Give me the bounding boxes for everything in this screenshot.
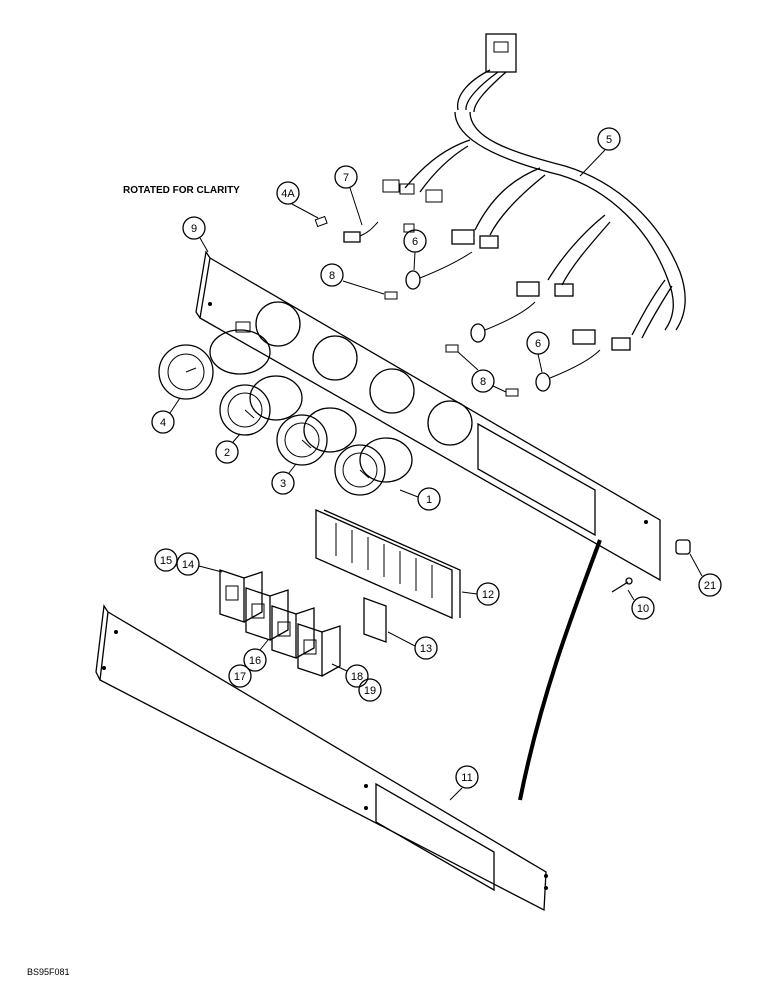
svg-text:7: 7: [343, 172, 349, 184]
callout-5: 5: [579, 127, 621, 177]
lamp-socket-6-mid: [470, 301, 536, 343]
switch-bezel: [315, 509, 461, 619]
lower-panel-cutout: [375, 782, 495, 892]
svg-text:4: 4: [160, 417, 166, 429]
callout-4: 4: [151, 397, 181, 434]
bulb-8-lower: [445, 344, 519, 397]
callout-8-lower: 8: [457, 351, 507, 393]
svg-text:21: 21: [704, 580, 716, 592]
bezel-insert: [363, 597, 387, 643]
svg-text:13: 13: [420, 643, 432, 655]
svg-text:6: 6: [535, 338, 541, 350]
callout-15: 15: [154, 548, 178, 572]
callout-9: 9: [182, 216, 209, 253]
svg-text:5: 5: [606, 134, 612, 146]
harness-plug-a: [382, 179, 400, 193]
callout-2: 2: [215, 433, 241, 464]
clip-nut: [675, 539, 691, 555]
harness-plug-d: [572, 329, 596, 345]
gauge-3: [276, 407, 357, 466]
callout-3: 3: [271, 463, 297, 495]
svg-text:8: 8: [329, 270, 335, 282]
figure-code: BS95F081: [27, 967, 70, 977]
callout-4a: 4A: [276, 181, 319, 219]
gauge-4: [158, 321, 271, 400]
callout-8-upper: 8: [320, 263, 385, 295]
callout-16: 16: [243, 639, 269, 672]
svg-text:4A: 4A: [281, 188, 295, 200]
svg-text:19: 19: [364, 685, 376, 697]
callout-6-lower: 6: [526, 331, 550, 373]
svg-text:1: 1: [426, 494, 432, 506]
lamp-socket-6-lower: [535, 349, 601, 392]
callout-7: 7: [334, 165, 363, 226]
callout-19: 19: [358, 678, 382, 702]
callout-17: 17: [228, 664, 252, 688]
callout-14: 14: [176, 552, 223, 576]
screw: [611, 577, 633, 593]
rocker-switch-group: [219, 569, 341, 677]
gauge-1: [334, 437, 413, 496]
svg-text:14: 14: [182, 559, 194, 571]
callout-18: 18: [331, 663, 369, 688]
harness-plug-b: [451, 229, 475, 245]
svg-text:11: 11: [461, 772, 472, 784]
svg-text:8: 8: [480, 376, 486, 388]
lamp-socket-6-upper: [405, 251, 473, 290]
callout-1: 1: [399, 487, 441, 511]
upper-panel: [195, 250, 661, 582]
svg-text:3: 3: [280, 478, 286, 490]
rotated-for-clarity-caption: ROTATED FOR CLARITY: [123, 185, 240, 196]
callout-21: 21: [689, 553, 722, 597]
svg-text:2: 2: [224, 447, 230, 459]
bulb-8-upper: [384, 291, 398, 300]
lamp-socket-7: [343, 221, 415, 243]
svg-text:16: 16: [249, 655, 261, 667]
callout-10: 10: [627, 589, 655, 620]
panel-cutout: [477, 422, 596, 537]
svg-text:12: 12: [482, 589, 494, 601]
callout-11: 11: [449, 765, 479, 801]
wiring-harness: [382, 33, 686, 351]
gauge-2: [219, 375, 303, 436]
svg-text:18: 18: [351, 671, 363, 683]
svg-text:15: 15: [160, 555, 172, 567]
lower-panel: [95, 604, 548, 912]
svg-text:9: 9: [191, 223, 197, 235]
main-cable: [518, 539, 602, 801]
callout-6-upper: 6: [403, 229, 427, 271]
harness-connector-top: [485, 33, 517, 73]
harness-plug-c: [516, 281, 540, 297]
bulb-4a: [314, 215, 328, 228]
svg-text:6: 6: [412, 236, 418, 248]
svg-text:17: 17: [234, 671, 246, 683]
callout-13: 13: [387, 631, 438, 660]
callout-12: 12: [461, 582, 500, 606]
svg-text:10: 10: [637, 603, 649, 615]
